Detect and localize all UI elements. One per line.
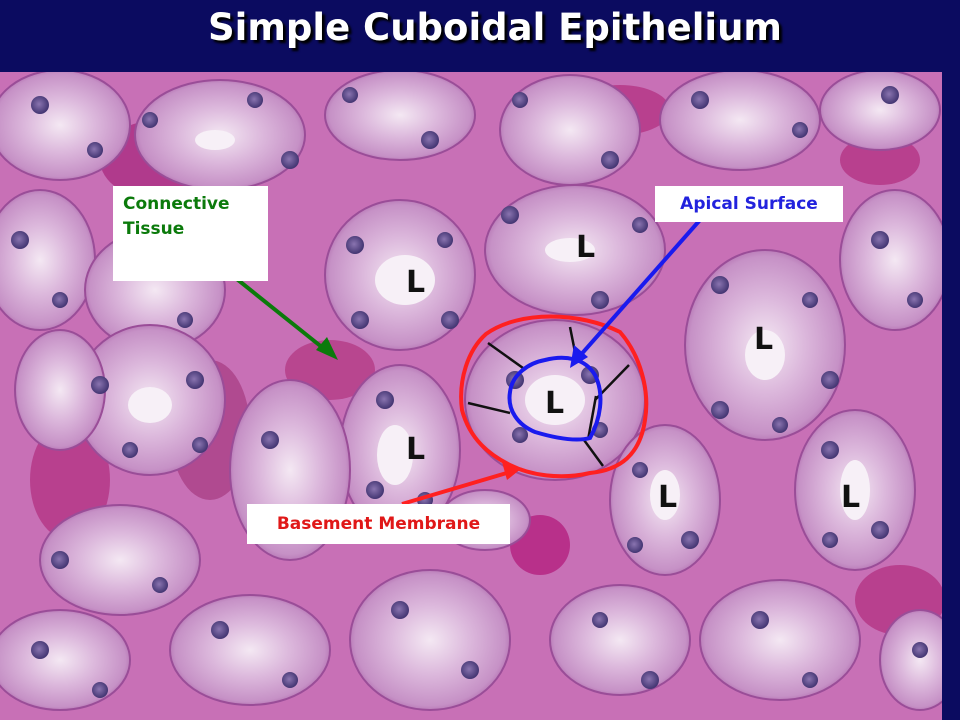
basement-membrane-outline	[459, 314, 649, 479]
apical-surface-outline	[507, 355, 603, 442]
micrograph-image	[0, 72, 942, 720]
apical-surface-arrow	[576, 218, 702, 360]
lumen-marker: L	[754, 322, 774, 357]
slide-title: Simple Cuboidal Epithelium	[208, 6, 782, 49]
lumen-marker: L	[406, 265, 426, 300]
title-bar: Simple Cuboidal Epithelium	[0, 0, 960, 72]
connective-tissue-text: Connective Tissue	[123, 194, 230, 239]
connective-tissue-arrowhead	[316, 337, 338, 360]
apical-surface-label: Apical Surface	[655, 186, 843, 222]
basement-membrane-label: Basement Membrane	[247, 504, 510, 544]
lumen-marker: L	[658, 480, 678, 515]
connective-tissue-label: Connective Tissue	[113, 186, 268, 281]
lumen-marker: L	[576, 230, 596, 265]
slide-right-edge	[942, 72, 960, 720]
basement-membrane-arrow	[401, 470, 511, 506]
lumen-marker: L	[406, 432, 426, 467]
apical-surface-arrowhead	[570, 345, 588, 368]
lumen-marker: L	[841, 480, 861, 515]
basement-membrane-arrowhead	[502, 462, 522, 480]
lumen-marker: L	[545, 386, 565, 421]
